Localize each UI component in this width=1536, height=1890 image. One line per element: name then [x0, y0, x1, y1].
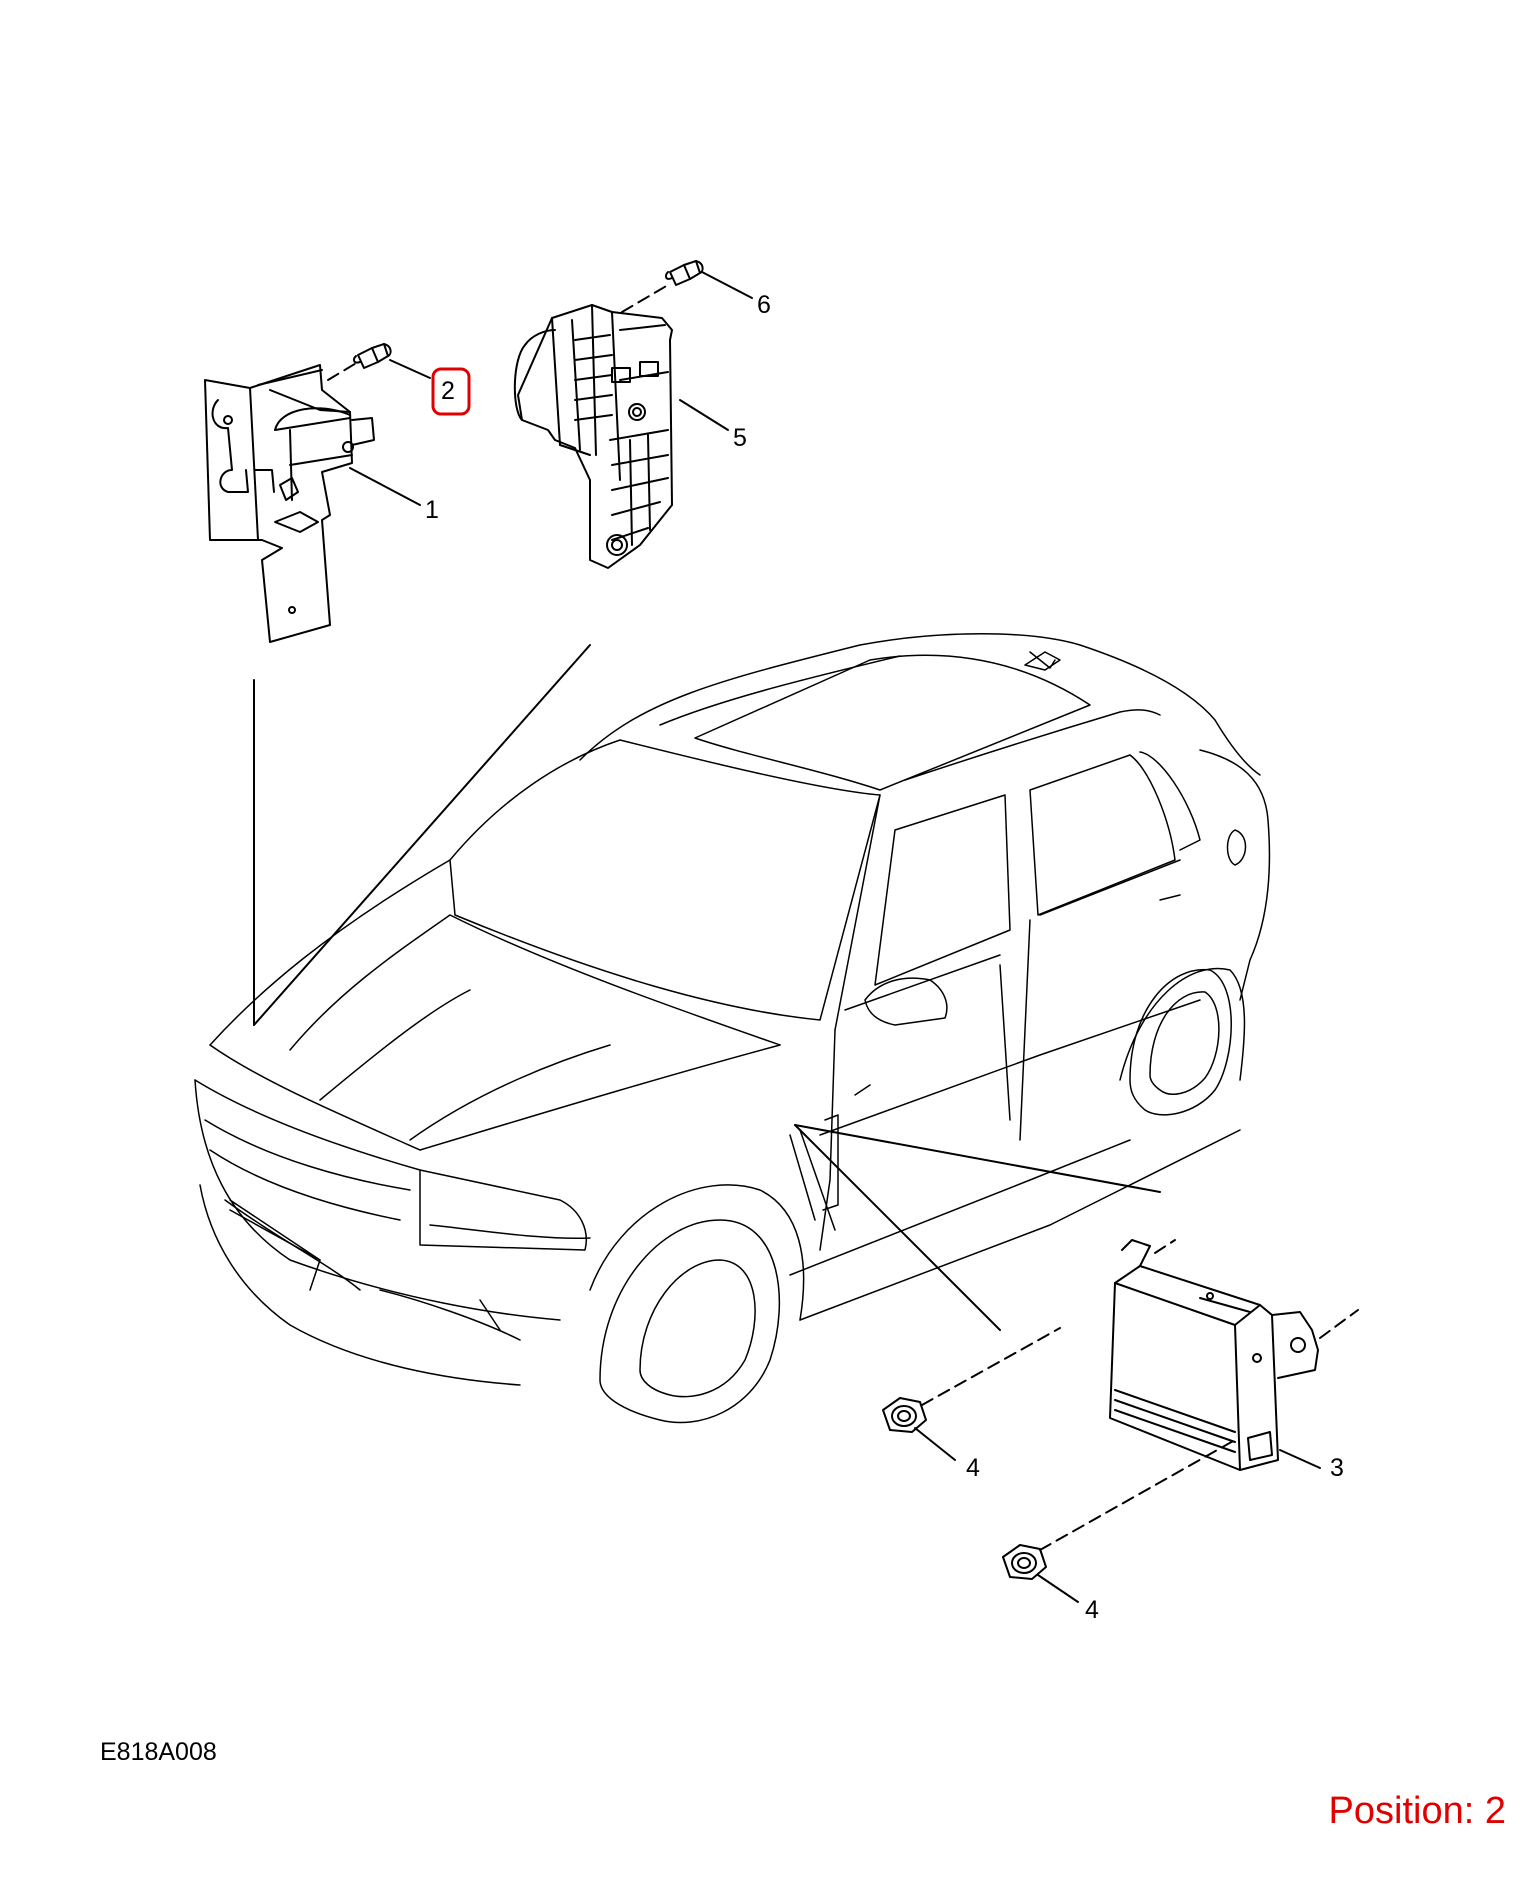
part-3-module	[1109, 1239, 1319, 1471]
callout-2: 2	[441, 377, 455, 405]
callout-2-highlight	[431, 367, 471, 416]
callout-3: 3	[1330, 1454, 1344, 1482]
leader-lines	[349, 271, 1321, 1603]
location-pointers	[253, 644, 1161, 1331]
part-5-bracket	[513, 304, 673, 569]
part-4-nut-a	[882, 1397, 927, 1433]
part-4-nut-b	[1002, 1544, 1047, 1580]
callout-5: 5	[733, 424, 747, 452]
part-2-bolt	[352, 343, 392, 369]
callout-6: 6	[757, 291, 771, 319]
callout-4b: 4	[1085, 1596, 1099, 1624]
position-indicator: Position: 2	[1328, 1790, 1506, 1832]
callout-labels: 1 2 3 4 4 5 6	[425, 291, 1344, 1624]
vehicle-outline	[194, 633, 1271, 1424]
part-6-bolt	[664, 260, 704, 286]
callout-4a: 4	[966, 1454, 980, 1482]
assembly-lines	[327, 284, 1359, 1551]
callout-1: 1	[425, 496, 439, 524]
diagram-code: E818A008	[100, 1738, 217, 1766]
part-1-bracket	[204, 364, 375, 643]
